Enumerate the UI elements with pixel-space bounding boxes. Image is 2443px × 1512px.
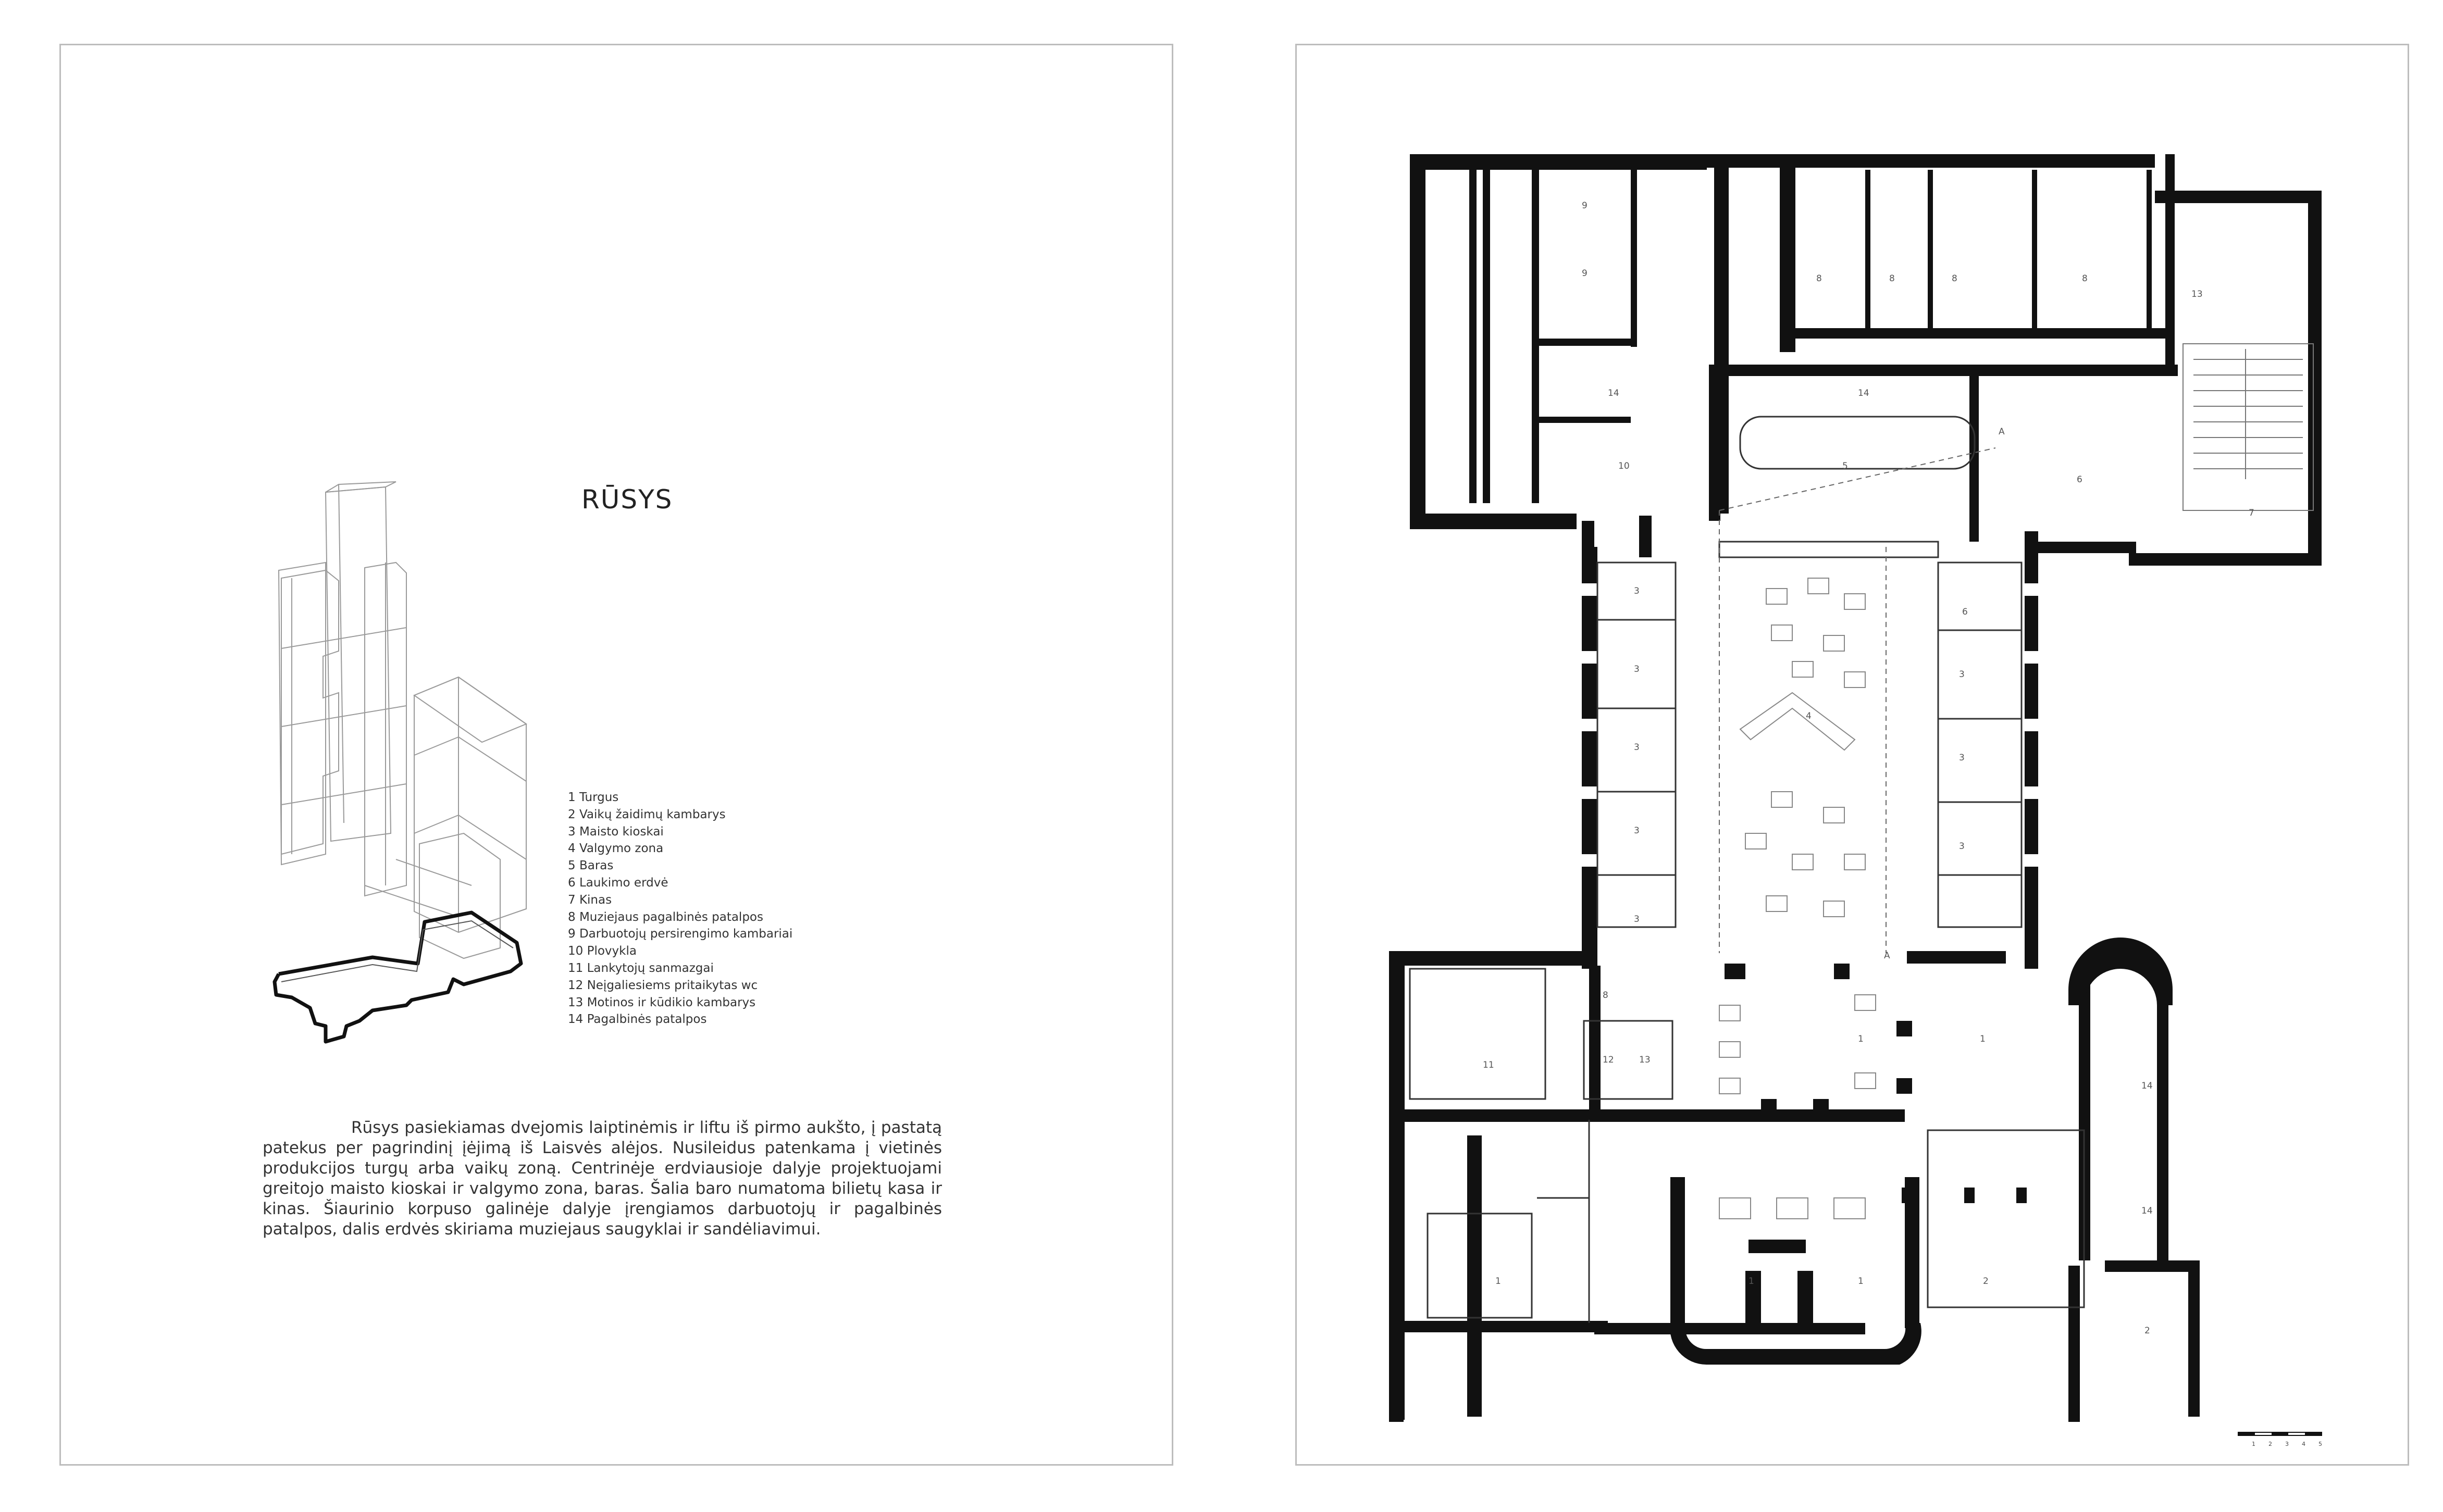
- legend-item: 10 Plovykla: [568, 944, 637, 958]
- left-page: [59, 44, 1173, 1466]
- page-title: RŪSYS: [581, 484, 673, 515]
- legend-item: 3 Maisto kioskai: [568, 824, 664, 839]
- legend-item: 12 Neįgaliesiems pritaikytas wc: [568, 978, 758, 992]
- legend-item: 6 Laukimo erdvė: [568, 876, 668, 890]
- legend-item: 2 Vaikų žaidimų kambarys: [568, 807, 726, 821]
- legend-item: 7 Kinas: [568, 893, 612, 907]
- legend-item: 14 Pagalbinės patalpos: [568, 1013, 707, 1027]
- room-legend: 1 Turgus 2 Vaikų žaidimų kambarys 3 Mais…: [568, 789, 792, 1028]
- legend-item: 11 Lankytojų sanmazgai: [568, 961, 714, 975]
- right-page: [1295, 44, 2409, 1466]
- legend-item: 1 Turgus: [568, 791, 619, 804]
- legend-item: 4 Valgymo zona: [568, 842, 664, 856]
- legend-item: 8 Muziejaus pagalbinės patalpos: [568, 910, 763, 924]
- legend-item: 9 Darbuotojų persirengimo kambariai: [568, 927, 793, 941]
- legend-item: 13 Motinos ir kūdikio kambarys: [568, 995, 756, 1009]
- description-paragraph: Rūsys pasiekiamas dvejomis laiptinėmis i…: [263, 1118, 942, 1239]
- legend-item: 5 Baras: [568, 859, 614, 873]
